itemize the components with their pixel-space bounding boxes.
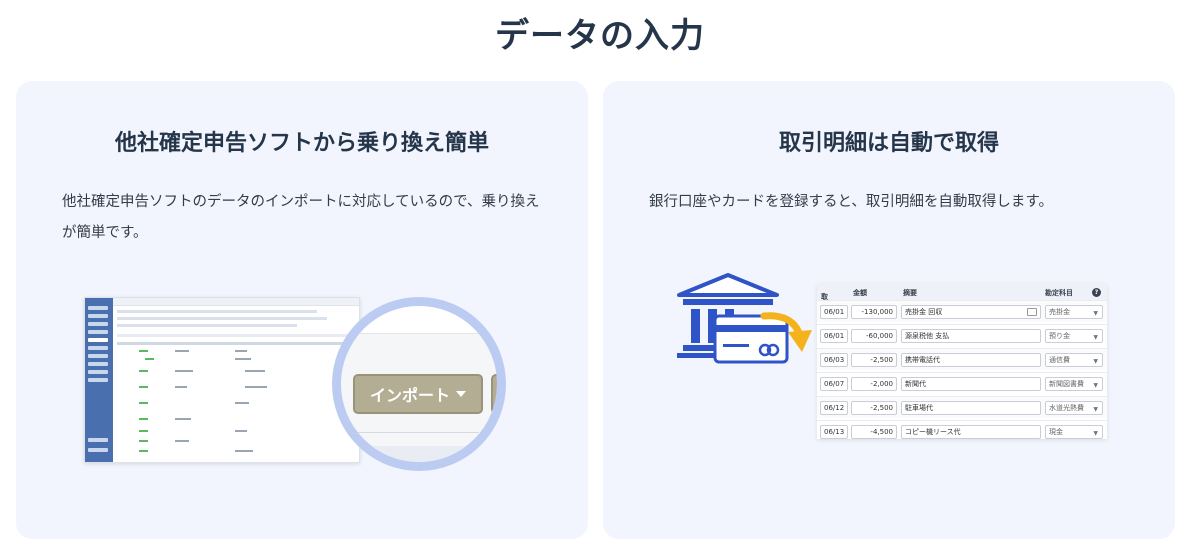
chevron-down-icon: ▼: [1093, 334, 1098, 341]
chevron-down-icon: ▼: [1093, 430, 1098, 437]
memo-field[interactable]: 携帯電話代: [901, 353, 1041, 367]
transaction-table: 取引日↑ 金額 摘要 勘定科目 ? 06/01 -130,000 売掛金 回収 …: [817, 284, 1107, 439]
table-row: 06/07 -2,000 新聞代 新聞図書費▼: [817, 372, 1107, 394]
import-button[interactable]: インポート: [353, 374, 483, 414]
chevron-down-icon: [456, 391, 466, 397]
import-card-title: 他社確定申告ソフトから乗り換え簡単: [114, 131, 489, 156]
date-field[interactable]: 06/01: [820, 305, 848, 319]
table-row: 06/12 -2,500 駐車場代 水道光熱費▼: [817, 396, 1107, 418]
chevron-down-icon: ▼: [1093, 382, 1098, 389]
credit-card-icon: [713, 314, 789, 364]
auto-fetch-feature-card: 取引明細は自動で取得 銀行口座やカードを登録すると、取引明細を自動取得します。 …: [603, 81, 1175, 539]
table-row: 06/01 -130,000 売掛金 回収 売掛金▼: [817, 300, 1107, 322]
adjacent-button: [491, 374, 497, 414]
magnifier-zoom: インポート: [332, 297, 506, 471]
page-title: データの入力: [495, 16, 705, 56]
amount-field[interactable]: -2,500: [851, 401, 897, 415]
header-memo: 摘要: [903, 289, 917, 297]
app-toolbar: [113, 298, 359, 306]
date-field[interactable]: 06/01: [820, 329, 848, 343]
header-amount: 金額: [853, 289, 867, 297]
table-row: 06/03 -2,500 携帯電話代 通信費▼: [817, 348, 1107, 370]
memo-field[interactable]: 駐車場代: [901, 401, 1041, 415]
table-header: 取引日↑ 金額 摘要 勘定科目 ?: [817, 284, 1107, 321]
amount-field[interactable]: -2,000: [851, 377, 897, 391]
amount-field[interactable]: -130,000: [851, 305, 897, 319]
import-button-label: インポート: [369, 386, 450, 405]
amount-field[interactable]: -2,500: [851, 353, 897, 367]
header-account: 勘定科目: [1045, 289, 1073, 297]
account-select[interactable]: 水道光熱費▼: [1045, 401, 1103, 415]
date-field[interactable]: 06/07: [820, 377, 848, 391]
chevron-down-icon: ▼: [1093, 406, 1098, 413]
account-select[interactable]: 現金▼: [1045, 425, 1103, 439]
app-sidebar: [85, 298, 113, 462]
memo-icon: [1027, 308, 1037, 316]
chevron-down-icon: ▼: [1093, 358, 1098, 365]
amount-field[interactable]: -60,000: [851, 329, 897, 343]
import-card-description: 他社確定申告ソフトのデータのインポートに対応しているので、乗り換えが簡単です。: [62, 194, 540, 241]
help-icon[interactable]: ?: [1092, 288, 1101, 297]
memo-field[interactable]: 新聞代: [901, 377, 1041, 391]
memo-field[interactable]: 売掛金 回収: [901, 305, 1041, 319]
account-select[interactable]: 通信費▼: [1045, 353, 1103, 367]
arrow-icon: [760, 312, 812, 352]
import-feature-card: 他社確定申告ソフトから乗り換え簡単 他社確定申告ソフトのデータのインポートに対応…: [16, 81, 588, 539]
account-select[interactable]: 新聞図書費▼: [1045, 377, 1103, 391]
date-field[interactable]: 06/03: [820, 353, 848, 367]
software-screenshot: [84, 297, 360, 463]
auto-card-description: 銀行口座やカードを登録すると、取引明細を自動取得します。: [649, 194, 1053, 210]
date-field[interactable]: 06/13: [820, 425, 848, 439]
table-row: 06/01 -60,000 源泉税他 支払 預り金▼: [817, 324, 1107, 346]
account-select[interactable]: 売掛金▼: [1045, 305, 1103, 319]
date-field[interactable]: 06/12: [820, 401, 848, 415]
memo-field[interactable]: 源泉税他 支払: [901, 329, 1041, 343]
auto-card-title: 取引明細は自動で取得: [778, 131, 999, 156]
memo-field[interactable]: コピー機リース代: [901, 425, 1041, 439]
table-row: 06/13 -4,500 コピー機リース代 現金▼: [817, 420, 1107, 439]
amount-field[interactable]: -4,500: [851, 425, 897, 439]
chevron-down-icon: ▼: [1093, 310, 1098, 317]
account-select[interactable]: 預り金▼: [1045, 329, 1103, 343]
